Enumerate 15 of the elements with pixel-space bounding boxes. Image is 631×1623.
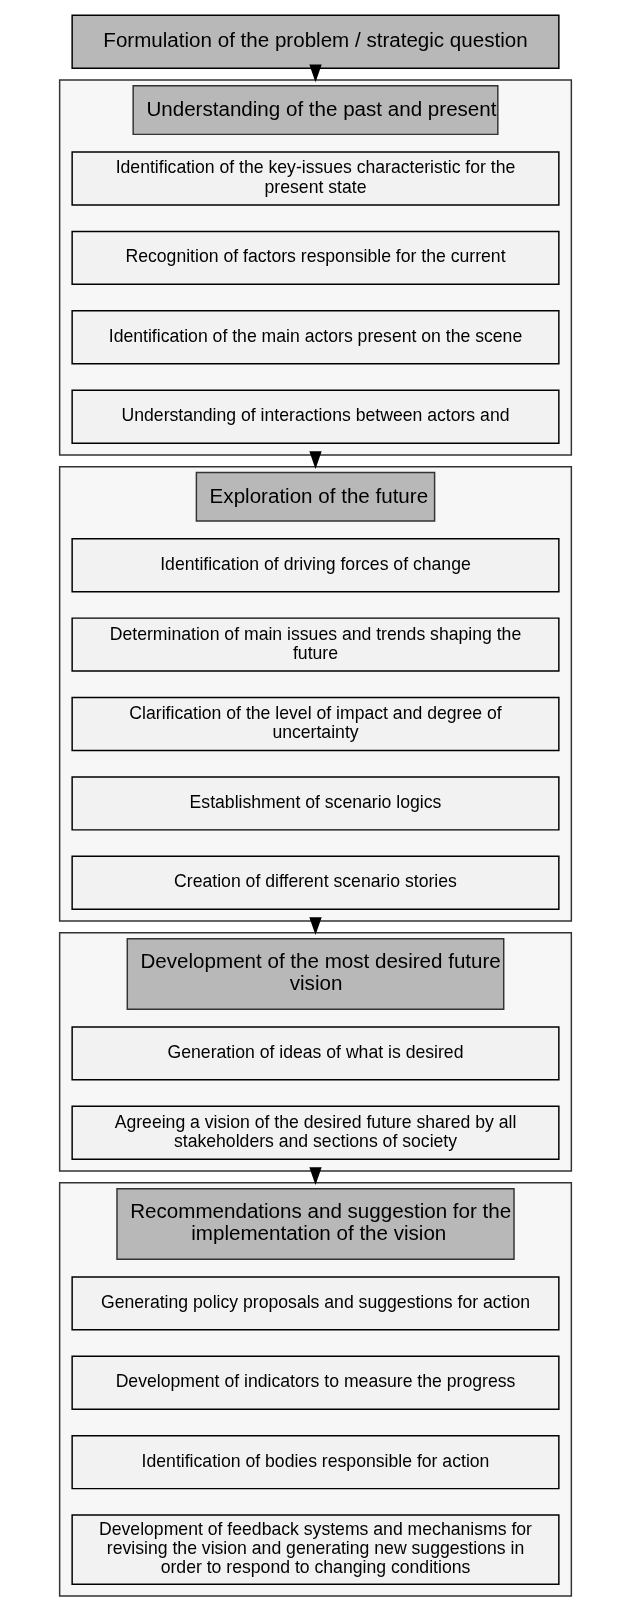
node-box: Establishment of scenario logics (71, 776, 560, 831)
node-box: Generation of ideas of what is desired (71, 1026, 560, 1081)
node-box: Generating policy proposals and suggestions for action (71, 1276, 560, 1331)
node-box: Determination of main issues and trends shaping the future (71, 617, 560, 672)
node-box: Identification of the main actors present on the scene (71, 310, 560, 365)
node-box: Identification of driving forces of change (71, 538, 560, 593)
node-box: Identification of bodies responsible for action (71, 1434, 560, 1490)
node-box: Creation of different scenario stories (71, 855, 560, 910)
node-box: Development of indicators to measure the progress (71, 1355, 560, 1410)
node-box: Clarification of the level of impact and degree of uncertainty (71, 696, 560, 752)
node-box: Identification of the key-issues characteristic for the present state (71, 151, 560, 206)
node-box: Agreeing a vision of the desired future shared by all stakeholders and sections of society (71, 1105, 560, 1160)
node-box: Recognition of factors responsible for the current (71, 230, 560, 286)
node-box: Development of feedback systems and mechanisms for revising the vision and generating new suggestions in order to respond to changing conditions (71, 1514, 560, 1585)
node-box: Understanding of interactions between actors and (71, 389, 560, 444)
